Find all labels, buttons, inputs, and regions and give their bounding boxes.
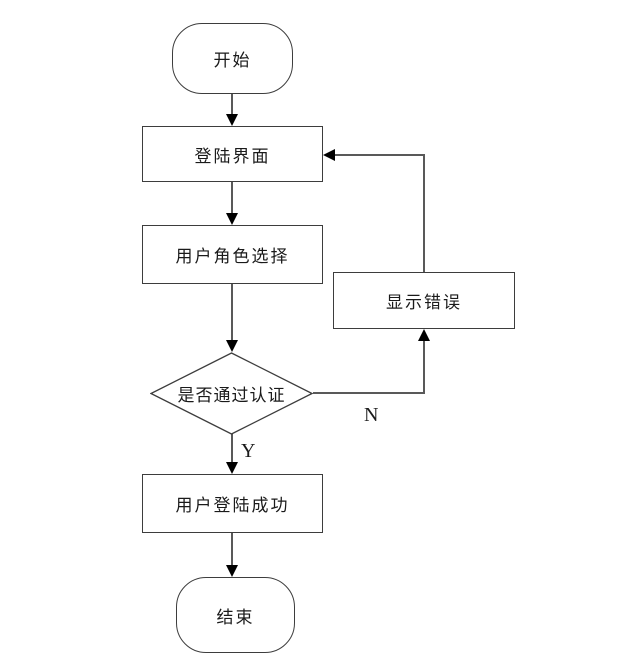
edge-label-yes: Y <box>241 440 256 462</box>
node-login-screen: 登陆界面 <box>142 126 323 182</box>
arrowhead-decision-success-icon <box>226 462 238 474</box>
node-end: 结束 <box>176 577 295 653</box>
arrowhead-success-end-icon <box>226 565 238 577</box>
node-success-label: 用户登陆成功 <box>175 496 290 515</box>
connector-start-login <box>231 94 233 116</box>
arrowhead-start-login-icon <box>226 114 238 126</box>
node-end-label: 结束 <box>216 607 255 627</box>
node-show-error: 显示错误 <box>333 272 515 329</box>
connector-decision-error-v <box>423 340 425 394</box>
node-login-success: 用户登陆成功 <box>142 474 323 533</box>
arrowhead-role-decision-icon <box>226 340 238 352</box>
connector-decision-error-h <box>313 392 425 394</box>
node-auth-decision: 是否通过认证 <box>150 352 313 435</box>
arrowhead-error-login-icon <box>323 149 335 161</box>
connector-decision-success <box>231 434 233 463</box>
node-start-label: 开始 <box>213 51 252 70</box>
decision-diamond-shape <box>150 352 313 435</box>
arrowhead-login-role-icon <box>226 213 238 225</box>
connector-role-decision <box>231 284 233 341</box>
node-error-label: 显示错误 <box>386 293 462 312</box>
node-start: 开始 <box>172 23 293 94</box>
node-decision-label: 是否通过认证 <box>177 386 286 405</box>
node-login-label: 登陆界面 <box>194 146 271 166</box>
edge-label-no: N <box>364 404 379 426</box>
connector-error-login-v <box>423 154 425 273</box>
node-role-selection: 用户角色选择 <box>142 225 323 284</box>
connector-login-role <box>231 182 233 214</box>
connector-success-end <box>231 533 233 566</box>
node-role-label: 用户角色选择 <box>175 247 290 266</box>
arrowhead-decision-error-icon <box>418 329 430 341</box>
connector-error-login-h <box>335 154 425 156</box>
